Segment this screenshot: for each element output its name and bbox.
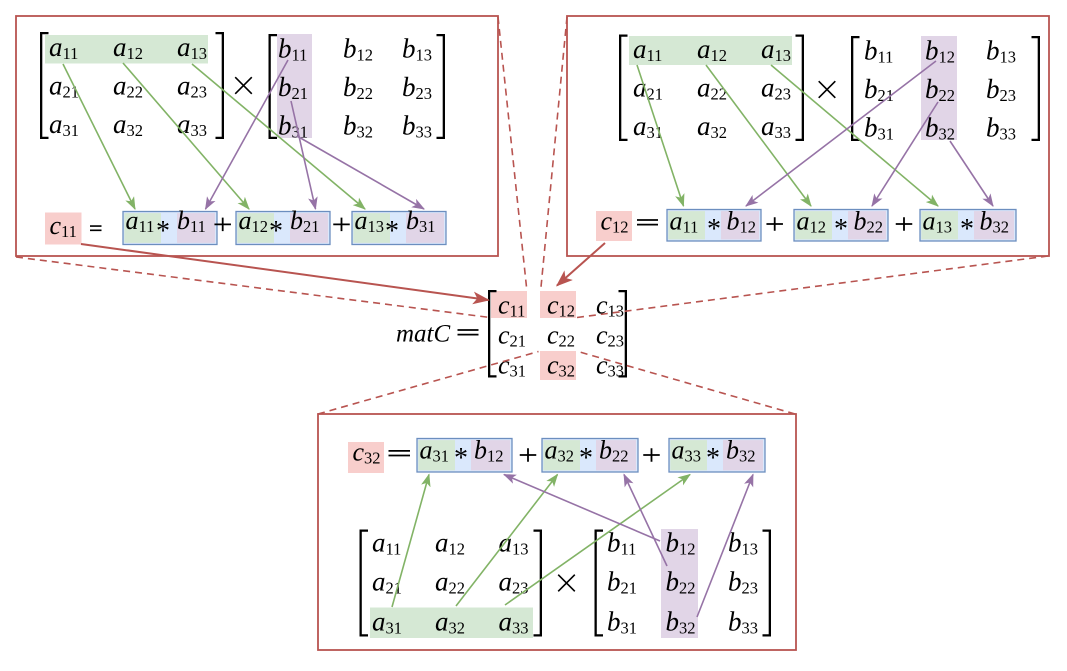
svg-text:b32: b32 — [925, 113, 955, 144]
svg-text:*: * — [707, 214, 721, 245]
svg-text:*: * — [269, 216, 283, 247]
svg-text:matC: matC — [396, 321, 451, 348]
svg-text:a23: a23 — [761, 73, 791, 104]
svg-text:*: * — [834, 214, 848, 245]
svg-text:a12: a12 — [797, 207, 827, 237]
svg-text:a11: a11 — [126, 206, 155, 236]
svg-text:*: * — [706, 443, 720, 474]
svg-text:*: * — [960, 214, 974, 245]
svg-text:a12: a12 — [239, 206, 269, 236]
svg-text:*: * — [579, 443, 593, 474]
svg-text:*: * — [156, 216, 170, 247]
svg-text:*: * — [454, 443, 468, 474]
svg-text:*: * — [385, 216, 399, 247]
